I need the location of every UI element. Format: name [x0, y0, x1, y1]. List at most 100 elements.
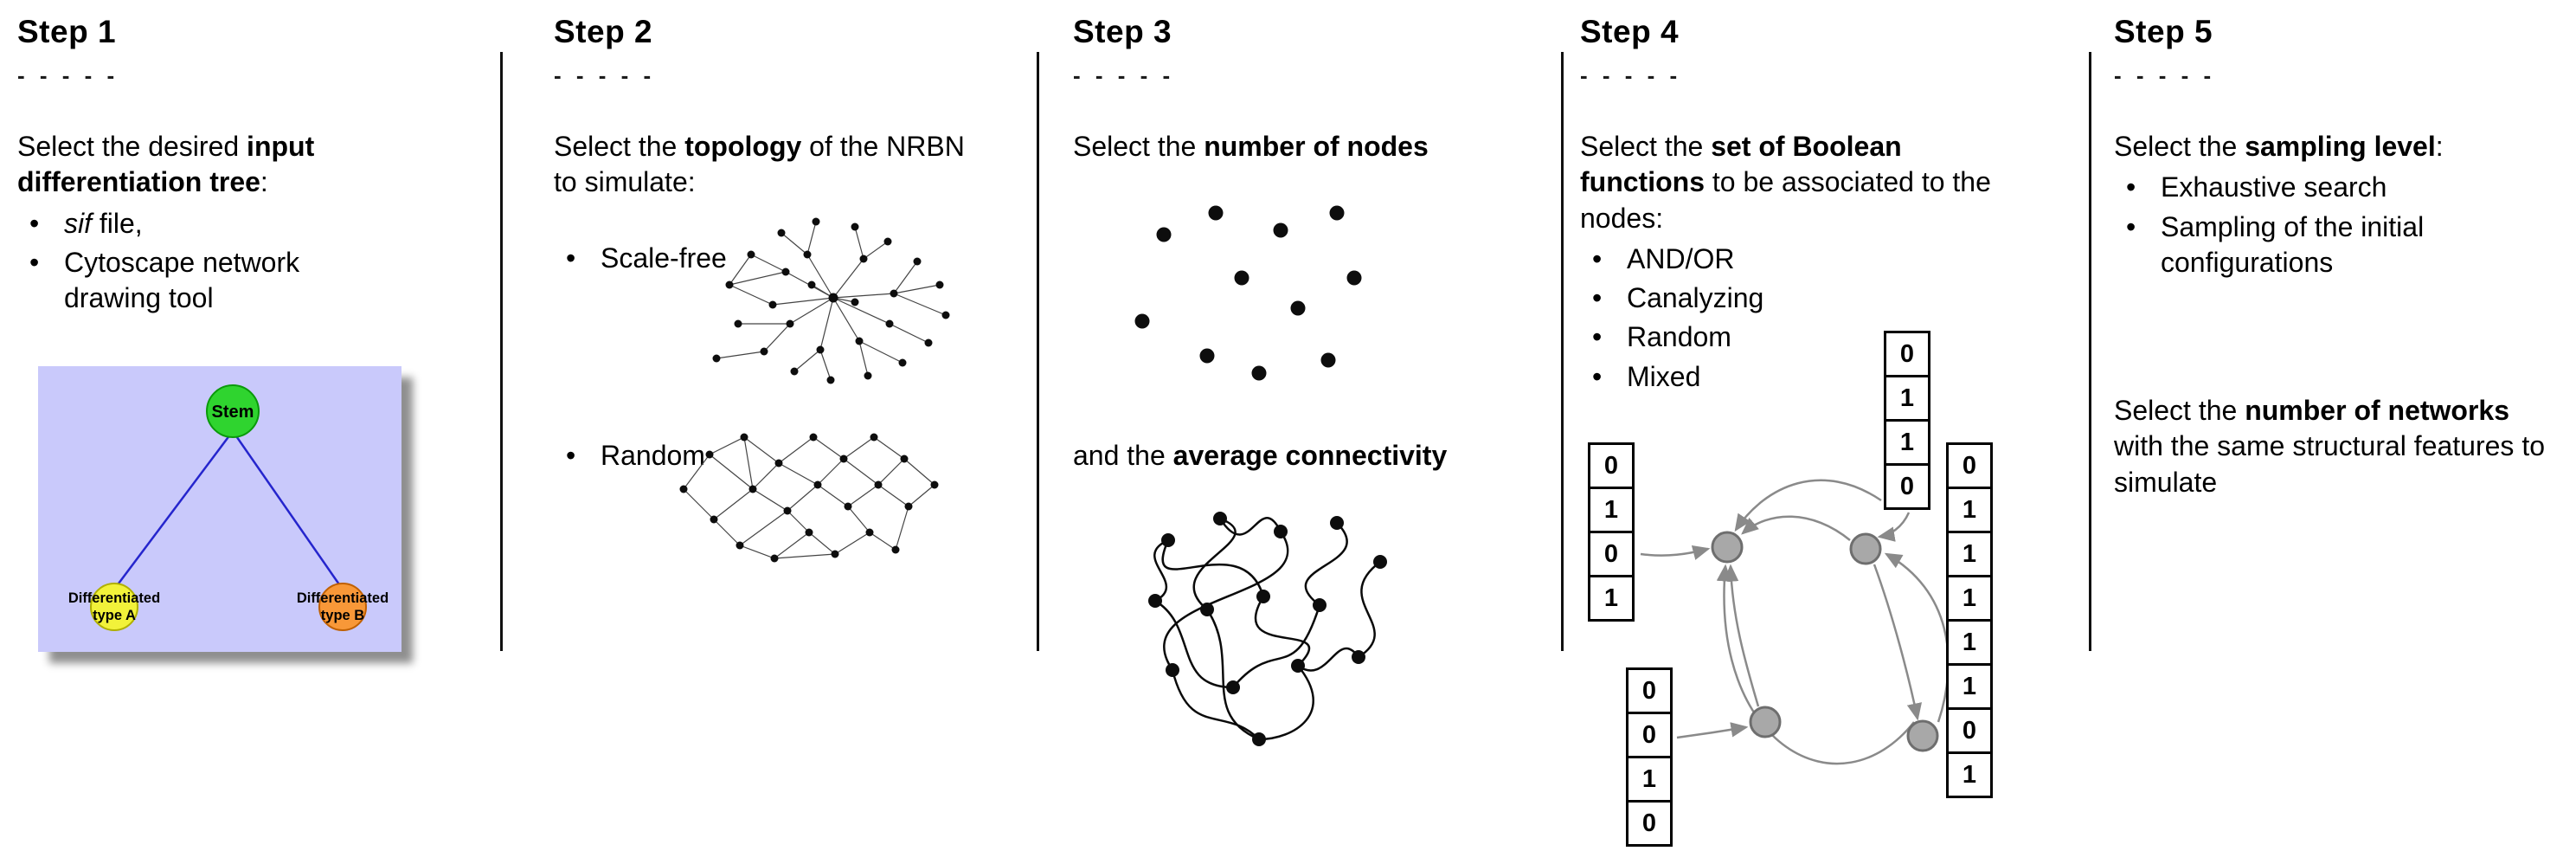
random-network-graphic [679, 433, 939, 563]
step-4-description: Select the set of Boolean functions to b… [1580, 129, 1991, 236]
type-b-node [318, 583, 367, 632]
table-cell: 0 [1626, 667, 1673, 714]
text-run-bold: input differentiation tree [17, 131, 315, 198]
truth-table-left: 0 1 0 1 [1588, 442, 1635, 622]
type-a-label-line2: type A [93, 608, 136, 623]
type-a-node [90, 583, 138, 632]
step-5-description: Select the sampling level: [2114, 129, 2566, 164]
differentiation-tree-graphic: Stem Differentiated type A Differentiate… [38, 366, 401, 653]
text-run-bold: number of networks [2245, 395, 2510, 427]
table-cell: 1 [1588, 575, 1635, 622]
type-b-label-line2: type B [321, 608, 365, 623]
text-run: Select the desired [17, 131, 247, 162]
table-cell: 0 [1946, 707, 1993, 754]
table-cell: 0 [1588, 442, 1635, 489]
column-divider [2089, 52, 2091, 651]
text-run: : [2435, 131, 2444, 162]
table-cell: 1 [1946, 751, 1993, 798]
differentiation-tree-svg: Stem Differentiated type A Differentiate… [38, 366, 401, 653]
text-run: Select the [2114, 395, 2245, 427]
random-nodes [679, 433, 939, 563]
table-cell: 1 [1884, 375, 1930, 422]
step-2-dashes: - - - - - [554, 62, 656, 88]
step-2-panel: Step 2 - - - - - Select the topology of … [554, 14, 1028, 680]
step-1-dashes: - - - - - [17, 62, 119, 88]
connectivity-nodes [1148, 512, 1387, 746]
type-a-label-line1: Differentiated [68, 590, 160, 606]
step-3-dashes: - - - - - [1073, 62, 1175, 88]
topology-options-area: Scale-free [554, 208, 1028, 680]
table-cell: 0 [1946, 442, 1993, 489]
text-run: : [260, 166, 268, 198]
step-3-panel: Step 3 - - - - - Select the number of no… [1073, 14, 1558, 746]
truth-table-bottom-left: 0 0 1 0 [1626, 667, 1673, 847]
step-5-options-list: Exhaustive search Sampling of the initia… [2114, 170, 2566, 280]
step-5-networks-paragraph: Select the number of networks with the s… [2114, 393, 2562, 500]
scatter-dots [1134, 205, 1362, 381]
step-5-dashes: - - - - - [2114, 62, 2216, 88]
boolean-network-graphic: 0 1 0 1 0 1 1 0 0 0 1 0 0 1 1 1 1 1 0 1 [1580, 331, 2085, 851]
step-4-dashes: - - - - - [1580, 62, 1682, 88]
boolean-network-arrows [1640, 479, 1950, 765]
step-3-title: Step 3 [1073, 14, 1172, 49]
table-cell: 1 [1946, 663, 1993, 710]
step-1-title: Step 1 [17, 14, 117, 49]
column-divider [1561, 52, 1564, 651]
step-5-panel: Step 5 - - - - - Select the sampling lev… [2114, 14, 2566, 500]
list-item-mixed: Mixed [1580, 359, 2085, 396]
step-1-panel: Step 1 - - - - - Select the desired inpu… [17, 14, 491, 653]
truth-table-right: 0 1 1 1 1 1 0 1 [1946, 442, 1993, 798]
table-cell: 1 [1884, 419, 1930, 466]
text-run: Select the [1073, 131, 1204, 162]
table-cell: 0 [1626, 712, 1673, 758]
scale-free-edges [716, 221, 947, 380]
table-cell: 0 [1884, 331, 1930, 377]
text-run: with the same structural features to sim… [2114, 430, 2545, 498]
text-run-bold: average connectivity [1172, 440, 1448, 471]
list-item-and-or: AND/OR [1580, 242, 2085, 278]
boolean-network-nodes [1711, 531, 1939, 752]
table-cell: 1 [1946, 487, 1993, 533]
step-2-title: Step 2 [554, 14, 653, 49]
column-divider [1037, 52, 1039, 651]
table-cell: 0 [1626, 800, 1673, 847]
list-item-scale-free: Scale-free [554, 241, 727, 277]
step-1-description: Select the desired input differentiation… [17, 129, 424, 201]
text-run: to be associated to the nodes: [1580, 166, 1991, 234]
boolean-network-svg [1640, 479, 1950, 765]
step-4-title: Step 4 [1580, 14, 1680, 49]
truth-table-top: 0 1 1 0 [1884, 331, 1930, 510]
table-cell: 1 [1946, 531, 1993, 577]
text-run: Select the [1580, 131, 1712, 162]
step-4-panel: Step 4 - - - - - Select the set of Boole… [1580, 14, 2085, 851]
text-run: and the [1073, 440, 1173, 471]
list-item-exhaustive: Exhaustive search [2114, 170, 2566, 206]
list-item-sif-file: sif file, [17, 206, 363, 242]
table-cell: 0 [1588, 531, 1635, 577]
list-item-cytoscape: Cytoscape network drawing tool [17, 245, 363, 317]
text-run-italic: sif [64, 207, 92, 239]
step-3-description-nodes: Select the number of nodes [1073, 129, 1558, 164]
random-edges [683, 435, 935, 559]
scale-free-nodes [712, 217, 950, 384]
text-run-bold: set of Boolean functions [1580, 131, 1902, 198]
text-run: Select the [554, 131, 685, 162]
table-cell: 0 [1884, 463, 1930, 510]
table-cell: 1 [1946, 619, 1993, 666]
step-1-options-list: sif file, Cytoscape network drawing tool [17, 206, 363, 317]
scale-free-network-graphic [712, 217, 950, 384]
column-divider [500, 52, 503, 651]
table-cell: 1 [1588, 487, 1635, 533]
nodes-scatter-graphic [1134, 205, 1362, 381]
type-b-label-line1: Differentiated [297, 590, 389, 606]
table-cell: 1 [1946, 575, 1993, 622]
step-3-description-connectivity: and the average connectivity [1073, 438, 1447, 474]
list-item-canalyzing: Canalyzing [1580, 280, 2085, 317]
list-item-random-fn: Random [1580, 319, 2085, 356]
connectivity-network-graphic [1148, 512, 1387, 746]
step-4-options-list: AND/OR Canalyzing Random Mixed [1580, 242, 2085, 395]
step-5-title: Step 5 [2114, 14, 2213, 49]
text-run-bold: sampling level [2245, 131, 2436, 162]
text-run: Select the [2114, 131, 2245, 162]
list-item-random: Random [554, 438, 705, 474]
